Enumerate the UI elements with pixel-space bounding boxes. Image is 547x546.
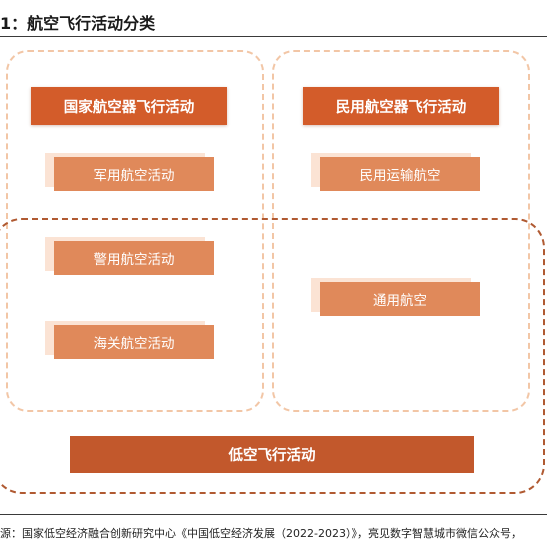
military-aviation-item: 军用航空活动 (54, 157, 214, 191)
police-aviation-item: 警用航空活动 (54, 241, 214, 275)
figure-title: 1：航空飞行活动分类 (0, 14, 156, 33)
low-altitude-frame (0, 218, 545, 494)
bottom-rule (0, 514, 547, 515)
state-aircraft-header: 国家航空器飞行活动 (31, 87, 227, 125)
low-altitude-box: 低空飞行活动 (70, 436, 474, 473)
civil-transport-item: 民用运输航空 (320, 157, 480, 191)
general-aviation-item: 通用航空 (320, 282, 480, 316)
source-note: 源：国家低空经济融合创新研究中心《中国低空经济发展（2022-2023）》，亮见… (0, 527, 522, 540)
civil-aircraft-header: 民用航空器飞行活动 (303, 87, 499, 125)
customs-aviation-item: 海关航空活动 (54, 325, 214, 359)
top-rule (0, 36, 547, 37)
